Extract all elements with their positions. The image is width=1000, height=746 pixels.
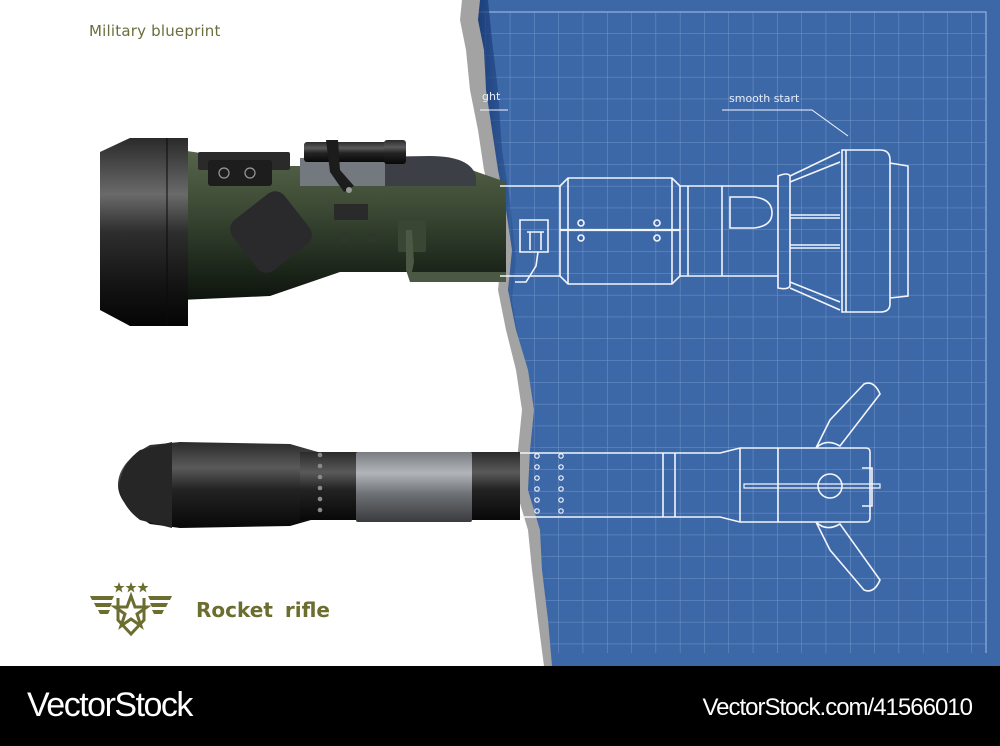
rocket-realistic (118, 442, 520, 528)
footer-brand: VectorStock (27, 686, 193, 724)
launcher-blueprint (500, 109, 909, 313)
page-title: Military blueprint (89, 22, 221, 40)
military-star-emblem-icon (90, 582, 172, 637)
white-paper (0, 0, 544, 666)
watermark-footer: VectorStock VectorStock.com/41566010 (0, 666, 1000, 746)
product-title: Rocket rifle (196, 598, 330, 622)
blueprint-panel (470, 0, 1000, 666)
launcher-realistic (100, 138, 506, 326)
illustration-canvas: Military blueprint ght smooth start Rock… (0, 0, 1000, 666)
blueprint-label-smooth-start: smooth start (729, 92, 800, 105)
blueprint-artwork (0, 0, 1000, 666)
blueprint-label-sight: ght (482, 90, 501, 103)
rocket-blueprint (520, 382, 881, 592)
footer-url: VectorStock.com/41566010 (702, 694, 973, 721)
